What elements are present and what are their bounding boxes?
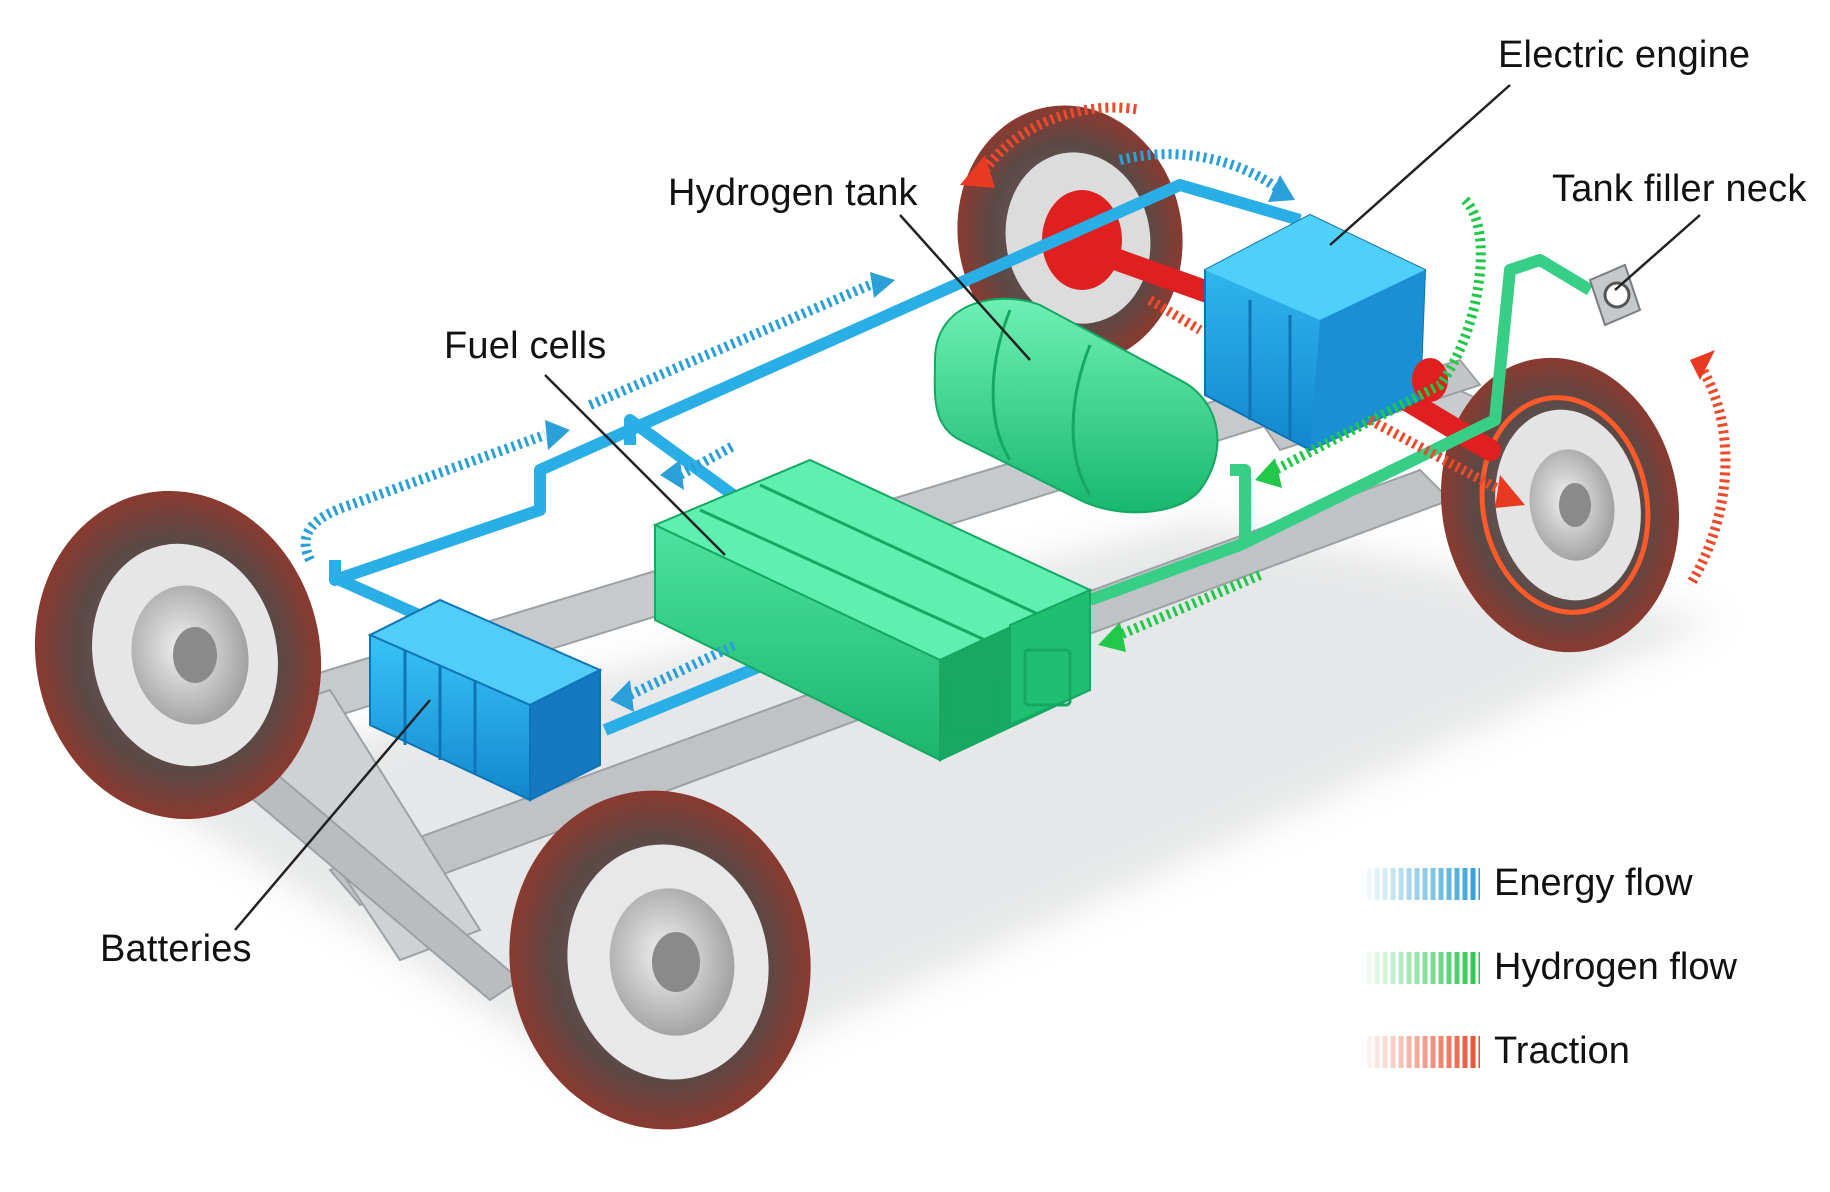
hydrogen-flow-arrows: [1118, 196, 1486, 640]
label-batteries: Batteries: [100, 928, 252, 970]
traction-arrows: [980, 102, 1731, 588]
label-fuel-cells: Fuel cells: [444, 325, 607, 367]
wheel-icon: [34, 490, 322, 820]
label-electric-engine: Electric engine: [1498, 34, 1751, 76]
batteries: [367, 598, 603, 802]
energy-flow-arrows: [300, 149, 1283, 700]
fuel-cells: [652, 458, 1093, 762]
label-tank-filler-neck: Tank filler neck: [1552, 168, 1807, 210]
arrow-icon: [545, 175, 1295, 712]
legend-label-hydrogen: Hydrogen flow: [1494, 946, 1737, 988]
arrow-icon: [1098, 458, 1282, 652]
callout-leaders: [234, 84, 1701, 931]
hydrogen-tank: [933, 297, 1219, 514]
legend-label-energy: Energy flow: [1494, 862, 1693, 904]
legend-label-traction: Traction: [1494, 1030, 1630, 1072]
legend-swatches: [1360, 866, 1480, 1070]
label-hydrogen-tank: Hydrogen tank: [668, 172, 918, 214]
wheel-icon: [509, 790, 811, 1130]
arrow-icon: [960, 155, 1715, 508]
electric-engine: [1204, 213, 1448, 452]
hydrogen-pipes: [1087, 254, 1594, 606]
wheel-icon: [1440, 357, 1680, 653]
